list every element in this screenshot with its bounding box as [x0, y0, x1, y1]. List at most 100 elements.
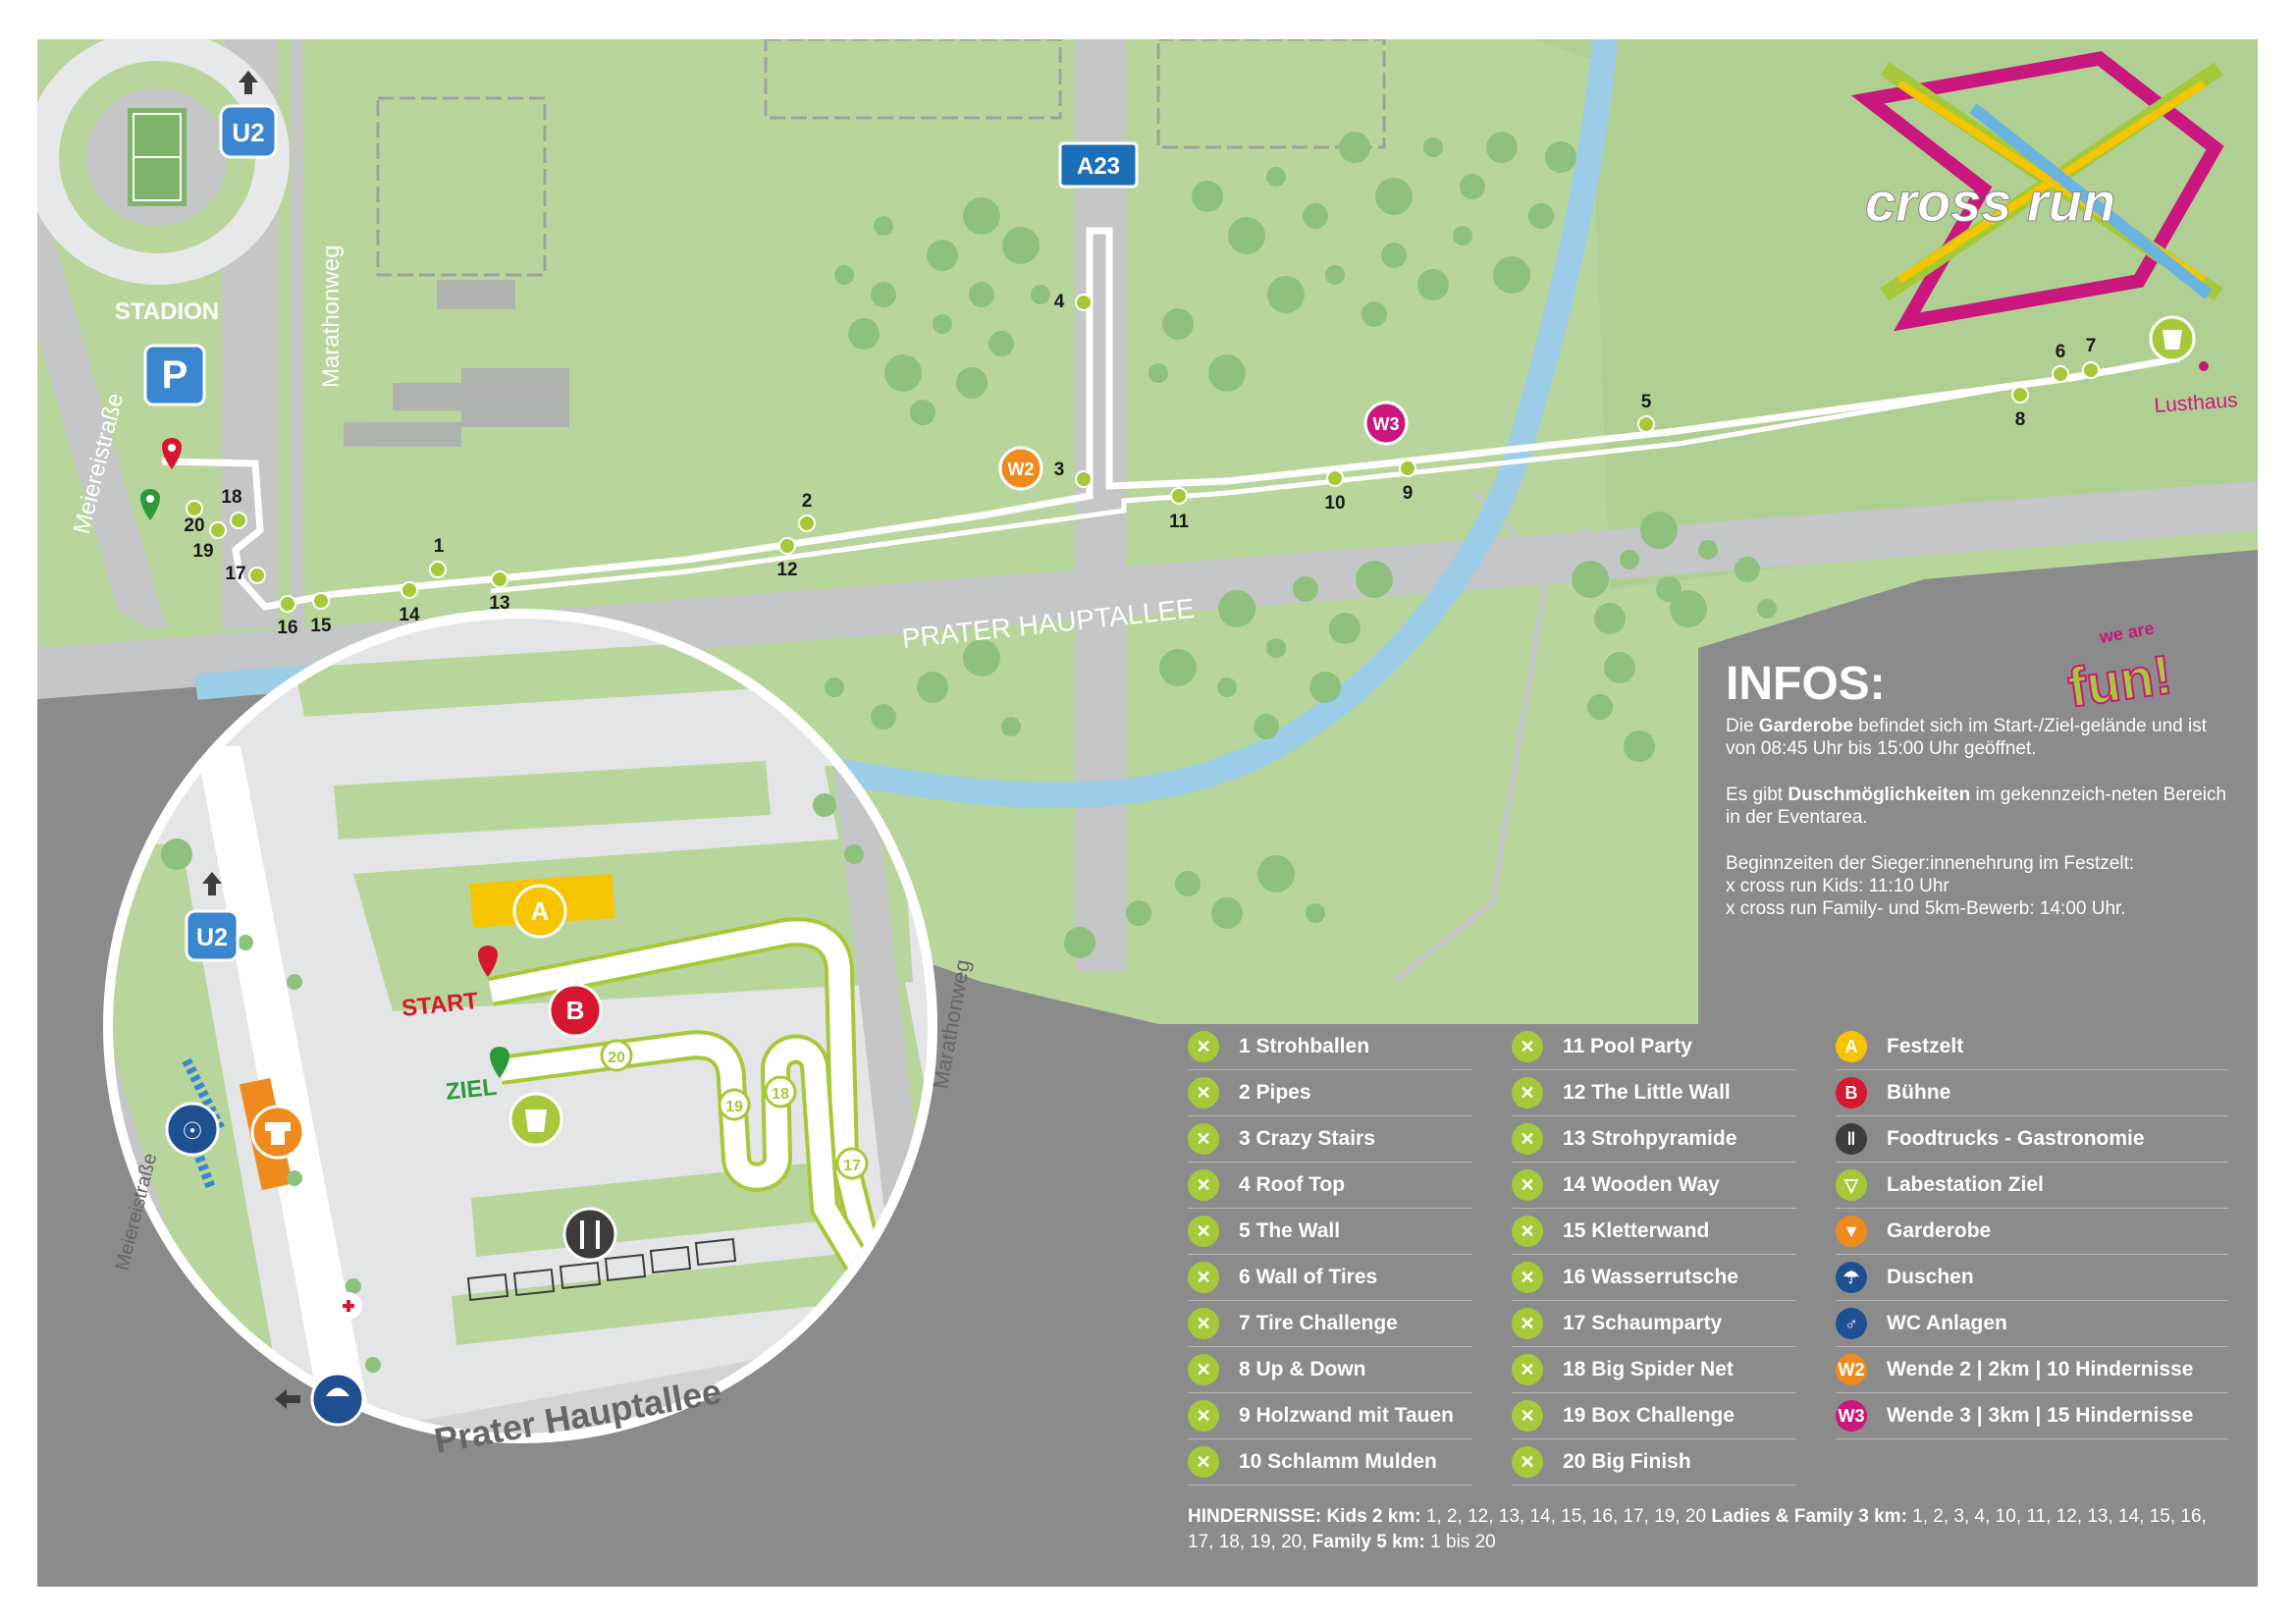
legend-obstacle-item: ✕5 The Wall — [1188, 1209, 1472, 1255]
tree-icon — [1698, 540, 1718, 560]
legend-label: Garderobe — [1887, 1219, 1992, 1242]
tree-icon — [1309, 672, 1341, 703]
legend-icon: ✕ — [1188, 1354, 1219, 1385]
legend-icon: ☂ — [1836, 1262, 1867, 1293]
tree-icon — [1001, 717, 1021, 736]
course-path — [161, 227, 2180, 611]
checkpoint-number: 4 — [1054, 292, 1065, 312]
tree-icon — [1148, 363, 1168, 383]
checkpoint-marker — [1326, 469, 1344, 487]
obstacles-note: HINDERNISSE: Kids 2 km: 1, 2, 12, 13, 14… — [1188, 1506, 2207, 1552]
tree-icon — [1293, 576, 1318, 602]
legend-icon: ‖ — [1836, 1123, 1867, 1155]
legend-label: 19 Box Challenge — [1563, 1404, 1735, 1427]
legend-label: 4 Roof Top — [1239, 1173, 1346, 1196]
inset-food-icon — [562, 1207, 617, 1262]
tree-icon — [1306, 903, 1325, 923]
tree-icon — [969, 282, 994, 307]
tree-icon — [1159, 649, 1197, 686]
road-marathonweg — [291, 39, 304, 628]
svg-text:U2: U2 — [232, 118, 264, 147]
checkpoint-marker — [209, 521, 227, 539]
tree-icon — [1624, 731, 1655, 762]
inset-u2-sign — [185, 909, 240, 962]
tree-icon — [1620, 550, 1639, 569]
svg-text:18: 18 — [772, 1086, 789, 1103]
road-a23 — [1075, 39, 1126, 972]
label-marathonweg: Marathonweg — [318, 245, 345, 388]
tree-icon — [1587, 694, 1613, 720]
checkpoint-marker — [2052, 365, 2069, 383]
legend-obstacles-1-10: ✕1 Strohballen✕2 Pipes ✕ 3 Crazy Stairs ✕ 4 … — [1188, 1024, 1472, 1486]
building-blocks — [344, 39, 1386, 447]
infos-panel: INFOS: Die Garderobe befindet sich im St… — [1726, 661, 2236, 944]
legend-icon: ✕ — [1188, 1308, 1219, 1339]
tree-icon — [1594, 603, 1626, 634]
legend-icon: ✕ — [1188, 1216, 1219, 1247]
tree-icon — [1329, 613, 1361, 644]
tree-cluster — [825, 132, 1777, 958]
tree-icon — [1208, 354, 1246, 392]
tree-icon — [1266, 638, 1286, 658]
tree-icon — [1460, 174, 1485, 199]
svg-text:P: P — [162, 353, 188, 397]
inset-arrow-left-icon — [275, 1389, 300, 1409]
legend-obstacle-item: ✕10 Schlamm Mulden — [1188, 1439, 1472, 1486]
legend-icon: ✕ — [1188, 1123, 1219, 1155]
tree-icon — [1453, 226, 1472, 245]
tree-icon — [1670, 590, 1707, 627]
svg-text:U2: U2 — [196, 924, 228, 951]
tree-icon — [1218, 590, 1255, 627]
legend-facility-item: ▼Garderobe — [1836, 1209, 2228, 1255]
info-garderobe: Die Garderobe befindet sich im Start-/Zi… — [1726, 716, 2208, 759]
tree-icon — [1735, 557, 1760, 582]
legend-icon: A — [1836, 1031, 1867, 1062]
svg-text:19: 19 — [725, 1099, 743, 1115]
checkpoint-number: 8 — [2015, 409, 2026, 430]
tree-icon — [988, 331, 1014, 356]
finish-pin-icon — [140, 489, 160, 520]
checkpoint-number: 15 — [310, 616, 332, 636]
tree-icon — [1002, 227, 1040, 264]
tree-icon — [1356, 561, 1393, 598]
legend-label: 3 Crazy Stairs — [1239, 1127, 1375, 1150]
tree-icon — [1572, 561, 1609, 598]
legend-label: Wende 3 | 3km | 15 Hindernisse — [1887, 1404, 2194, 1427]
legend-label: 13 Strohpyramide — [1563, 1127, 1737, 1150]
legend-icon: ♂ — [1836, 1308, 1867, 1339]
legend-label: Bühne — [1887, 1081, 1951, 1104]
checkpoint-marker — [1399, 460, 1416, 477]
legend-label: Labestation Ziel — [1887, 1173, 2044, 1196]
legend-label: 20 Big Finish — [1563, 1450, 1691, 1473]
legend-obstacle-item: ✕2 Pipes — [1188, 1070, 1472, 1116]
info-duschen: Es gibt Duschmöglichkeiten im gekennzeic… — [1726, 785, 2227, 828]
legend-obstacle-item: ✕14 Wooden Way — [1512, 1163, 1796, 1209]
legend-icon: ✕ — [1188, 1446, 1219, 1478]
legend-facility-item: ‖Foodtrucks - Gastronomie — [1836, 1116, 2228, 1163]
svg-text:cross run: cross run — [1865, 171, 2115, 233]
legend-obstacle-item: ✕1 Strohballen — [1188, 1024, 1472, 1070]
checkpoint-marker — [186, 500, 203, 517]
legend-obstacle-item: ✕13 Strohpyramide — [1512, 1116, 1796, 1163]
inset-shower-icon — [310, 1372, 365, 1427]
legend-icon: ▽ — [1836, 1169, 1867, 1201]
legend-facility-item: ▽ Labestation Ziel — [1836, 1163, 2228, 1209]
legend-label: 9 Holzwand mit Tauen — [1239, 1404, 1454, 1427]
tree-icon — [917, 672, 948, 703]
turn-w2-marker — [998, 446, 1043, 491]
checkpoint-number: 5 — [1641, 392, 1652, 412]
tree-icon — [1217, 677, 1237, 697]
checkpoint-marker — [230, 512, 247, 529]
tree-icon — [956, 367, 988, 399]
legend-label: Wende 2 | 2km | 10 Hindernisse — [1887, 1358, 2194, 1380]
legend-label: 12 The Little Wall — [1563, 1081, 1731, 1104]
checkpoint-number: 11 — [1169, 512, 1190, 532]
legend-label: 16 Wasserrutsche — [1563, 1266, 1738, 1288]
tree-icon — [871, 704, 896, 730]
tree-icon — [1528, 203, 1554, 229]
legend-label: 7 Tire Challenge — [1239, 1312, 1398, 1334]
legend-icon: B — [1836, 1077, 1867, 1109]
legend-obstacle-item: ✕6 Wall of Tires — [1188, 1255, 1472, 1301]
